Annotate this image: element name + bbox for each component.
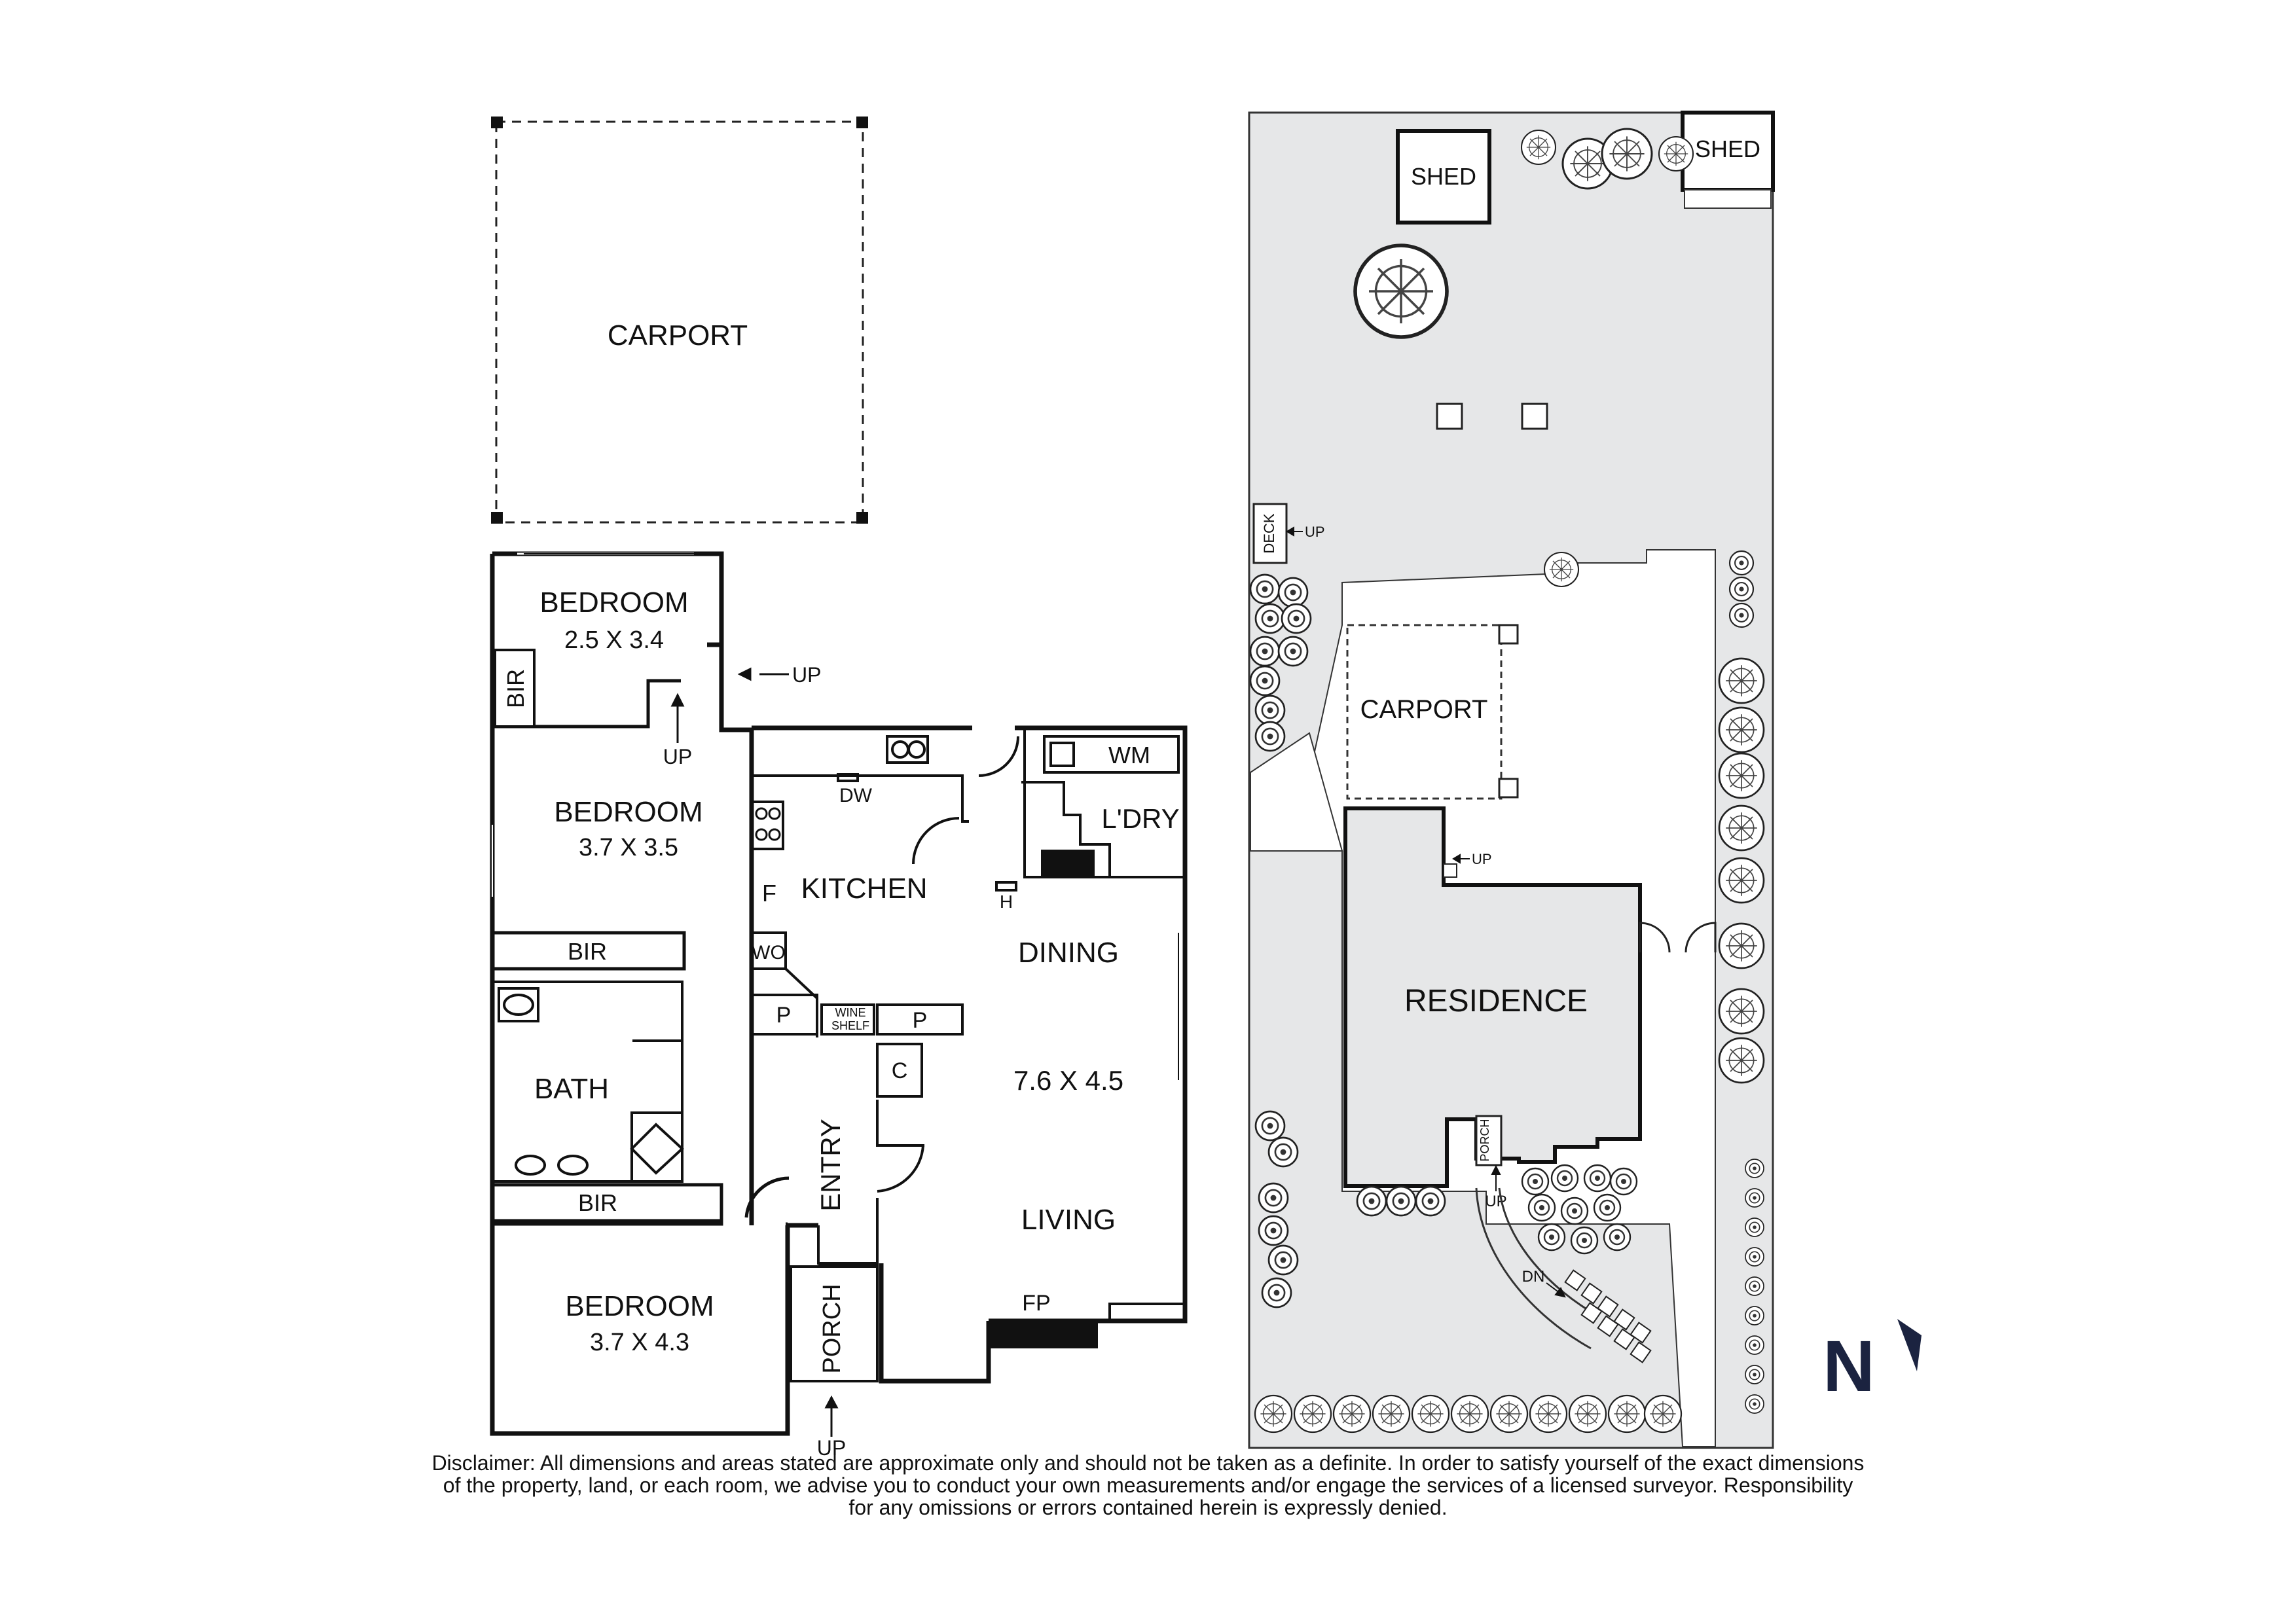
bedroom-2-size: 3.7 X 3.5	[579, 834, 678, 861]
shed-2	[1681, 111, 1775, 192]
laundry-label: L'DRY	[1101, 803, 1179, 834]
kitchen-label: KITCHEN	[801, 873, 927, 905]
cupboard-label: C	[892, 1058, 908, 1083]
wine-shelf-line2: SHELF	[831, 1019, 869, 1032]
garden-steps	[1564, 1269, 1652, 1363]
bath-label: BATH	[534, 1073, 609, 1105]
kitchen-area	[750, 735, 1017, 1037]
wall-oven-label: WO	[752, 942, 786, 964]
living-label: LIVING	[1021, 1204, 1116, 1236]
dining-label: DINING	[1018, 937, 1119, 969]
dining-living-size: 7.6 X 4.5	[1013, 1065, 1123, 1096]
north-arrow-icon	[1897, 1319, 1922, 1371]
site-plan: SHED SHED DECK UP CARPORT RESIDENCE	[1249, 111, 1775, 1449]
disclaimer-line-2: of the property, land, or each room, we …	[443, 1473, 1853, 1497]
steps-up-bedroom	[670, 667, 789, 743]
shed-1-label: SHED	[1411, 163, 1476, 190]
site-down-label: DN	[1522, 1268, 1545, 1286]
wm-label: WM	[1108, 742, 1150, 768]
residence	[1343, 806, 1642, 1188]
compass-letter: N	[1823, 1326, 1874, 1407]
deck-label: DECK	[1261, 513, 1277, 553]
shed-1	[1396, 129, 1491, 225]
entry-label: ENTRY	[815, 1119, 846, 1212]
north-compass: N	[1823, 1319, 1922, 1407]
garden-path	[1475, 1187, 1592, 1350]
site-carport	[1346, 624, 1519, 800]
side-gate	[1639, 922, 1717, 953]
bottom-tree-line	[1254, 1394, 1683, 1433]
up-label-1: UP	[792, 663, 821, 687]
disclaimer: Disclaimer: All dimensions and areas sta…	[0, 1452, 2296, 1519]
up-label-porch: UP	[817, 1436, 846, 1460]
disclaimer-line-1: Disclaimer: All dimensions and areas sta…	[431, 1451, 1865, 1475]
site-porch	[1475, 1115, 1503, 1166]
deck-up-label: UP	[1305, 524, 1325, 540]
wine-shelf-line1: WINE	[835, 1006, 866, 1019]
bedroom-2-bir: BIR	[568, 938, 607, 965]
steps-up-porch	[824, 1395, 839, 1437]
living-area	[987, 730, 1186, 1348]
residence-up-label: UP	[1472, 851, 1492, 867]
bedroom-3-bir-walls	[490, 1183, 723, 1223]
porch-label: PORCH	[818, 1284, 846, 1373]
planter-boxes	[1436, 403, 1548, 430]
bedroom-2-label: BEDROOM	[554, 796, 702, 828]
site-porch-label: PORCH	[1478, 1119, 1491, 1161]
carport-label: CARPORT	[608, 319, 748, 351]
deck	[1252, 503, 1288, 564]
site-carport-label: CARPORT	[1360, 695, 1488, 724]
dw-label: DW	[839, 785, 873, 806]
bedroom-1-size: 2.5 X 3.4	[564, 626, 664, 654]
bedroom-1-bir: BIR	[502, 669, 529, 708]
bedroom-3-size: 3.7 X 4.3	[590, 1329, 689, 1356]
floor-plan: CARPORT BEDROOM 2.5 X 3.4 BIR	[490, 117, 1188, 1460]
shed-2-label: SHED	[1695, 135, 1760, 162]
up-label-2: UP	[663, 745, 692, 768]
carport-outline	[491, 117, 868, 524]
entry-area	[790, 1043, 924, 1382]
bedroom-2-walls	[492, 825, 686, 971]
bedroom-1-label: BEDROOM	[539, 586, 688, 619]
pantry-label-1: P	[776, 1003, 792, 1028]
front-path	[1250, 732, 1343, 852]
pantry-label-2: P	[913, 1008, 928, 1033]
disclaimer-line-3: for any omissions or errors contained he…	[848, 1496, 1448, 1519]
residence-label: RESIDENCE	[1404, 984, 1588, 1018]
fridge-label: F	[762, 880, 776, 907]
heater-label: H	[1000, 892, 1013, 912]
laundry-area	[978, 730, 1185, 878]
bedroom-1-walls	[492, 552, 723, 730]
bedroom-3-walls	[492, 1176, 790, 1226]
bath-room	[491, 981, 684, 1183]
bedroom-3-label: BEDROOM	[565, 1290, 714, 1322]
fireplace-label: FP	[1022, 1291, 1050, 1316]
bedroom-3-bir: BIR	[578, 1189, 617, 1216]
cooktop-icon	[755, 807, 781, 841]
